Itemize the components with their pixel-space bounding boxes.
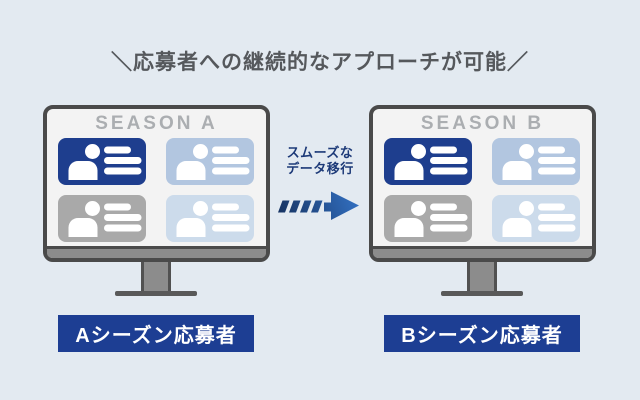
label-season-a-applicants: Aシーズン応募者 (58, 315, 254, 352)
applicant-cards-a (58, 138, 254, 242)
monitor-bezel (47, 246, 266, 258)
monitor-screen-b: SEASON B (373, 109, 592, 246)
applicant-card-lightblue (492, 138, 580, 185)
monitor-season-b: SEASON B (369, 105, 596, 262)
monitor-stand-neck (467, 256, 497, 293)
transfer-caption: スムーズな データ移行 (282, 145, 358, 178)
monitor-screen-a: SEASON A (47, 109, 266, 246)
applicant-card-gray (58, 195, 146, 242)
monitor-stand-neck (141, 256, 171, 293)
dashed-right-arrow-icon (278, 191, 359, 220)
page-title: ＼応募者への継続的なアプローチが可能／ (111, 51, 529, 74)
applicant-card-gray (384, 195, 472, 242)
applicant-card-active (58, 138, 146, 185)
monitor-season-a: SEASON A (43, 105, 270, 262)
applicant-card-paleblue (166, 195, 254, 242)
transfer-caption-line1: スムーズな (286, 145, 354, 160)
transfer-caption-line2: データ移行 (286, 161, 354, 177)
monitor-stand-base (115, 291, 197, 296)
applicant-cards-b (384, 138, 580, 242)
applicant-card-paleblue (492, 195, 580, 242)
label-season-b-applicants: Bシーズン応募者 (384, 315, 580, 352)
applicant-card-lightblue (166, 138, 254, 185)
applicant-card-active (384, 138, 472, 185)
monitor-bezel (373, 246, 592, 258)
monitor-stand-base (441, 291, 523, 296)
season-b-heading: SEASON B (420, 113, 545, 134)
season-a-heading: SEASON A (95, 113, 218, 134)
